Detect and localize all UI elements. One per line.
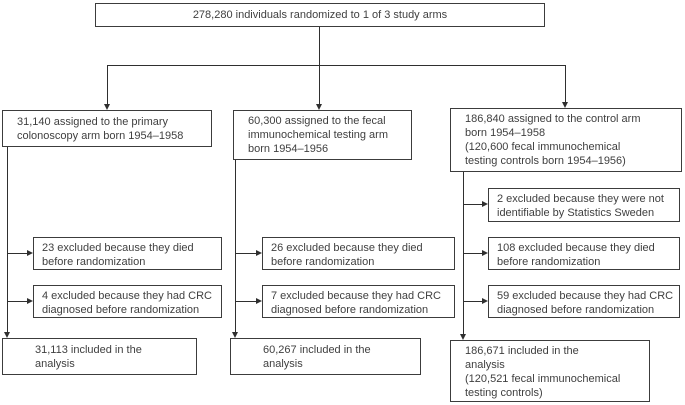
arrow-to-colonoscopy-exclusion-2 bbox=[27, 297, 33, 304]
control-exclusion-crc-box: 59 excluded because they had CRC diagnos… bbox=[488, 285, 680, 318]
arrow-to-control-exclusion-1 bbox=[482, 200, 488, 207]
connector-split-horizontal bbox=[107, 65, 566, 67]
arrow-to-control-included bbox=[459, 334, 466, 340]
arrow-to-control-box bbox=[562, 102, 568, 108]
connector-fit-spine bbox=[235, 160, 237, 332]
control-exclusion-not-identifiable-box: 2 excluded because they were not identif… bbox=[488, 188, 680, 222]
colonoscopy-arm-assigned-box: 31,140 assigned to the primary colonosco… bbox=[2, 110, 212, 147]
colonoscopy-included-box: 31,113 included in the analysis bbox=[2, 338, 197, 375]
arrow-to-colonoscopy-exclusion-1 bbox=[27, 249, 33, 256]
randomized-total-box: 278,280 individuals randomized to 1 of 3… bbox=[95, 3, 545, 27]
connector-split-right bbox=[565, 65, 567, 102]
colonoscopy-exclusion-crc-box: 4 excluded because they had CRC diagnose… bbox=[33, 285, 222, 318]
fit-included-box: 60,267 included in the analysis bbox=[230, 338, 421, 375]
connector-colonoscopy-exclusion-2 bbox=[7, 301, 28, 303]
connector-colonoscopy-spine bbox=[7, 147, 9, 332]
control-exclusion-died-box: 108 excluded because they died before ra… bbox=[488, 237, 680, 270]
fit-exclusion-died-box: 26 excluded because they died before ran… bbox=[262, 237, 455, 270]
control-included-box: 186,671 included in the analysis (120,52… bbox=[450, 340, 650, 402]
arrow-to-colonoscopy-box bbox=[103, 104, 110, 110]
arrow-to-fit-exclusion-1 bbox=[256, 249, 262, 256]
connector-control-exclusion-3 bbox=[463, 301, 483, 303]
arrow-to-fit-exclusion-2 bbox=[256, 297, 262, 304]
connector-fit-exclusion-2 bbox=[235, 301, 257, 303]
connector-fit-exclusion-1 bbox=[235, 253, 257, 255]
arrow-to-fit-box bbox=[315, 104, 322, 110]
arrow-to-fit-included bbox=[231, 332, 238, 338]
fit-exclusion-crc-box: 7 excluded because they had CRC diagnose… bbox=[262, 285, 455, 318]
arrow-to-colonoscopy-included bbox=[3, 332, 10, 338]
connector-control-exclusion-2 bbox=[463, 253, 483, 255]
connector-control-exclusion-1 bbox=[463, 204, 483, 206]
control-arm-assigned-box: 186,840 assigned to the control arm born… bbox=[450, 108, 682, 172]
arrow-to-control-exclusion-3 bbox=[482, 297, 488, 304]
colonoscopy-exclusion-died-box: 23 excluded because they died before ran… bbox=[33, 237, 222, 270]
arrow-to-control-exclusion-2 bbox=[482, 249, 488, 256]
fit-arm-assigned-box: 60,300 assigned to the fecal immunochemi… bbox=[233, 110, 412, 160]
connector-colonoscopy-exclusion-1 bbox=[7, 253, 28, 255]
connector-split-left bbox=[107, 65, 109, 104]
